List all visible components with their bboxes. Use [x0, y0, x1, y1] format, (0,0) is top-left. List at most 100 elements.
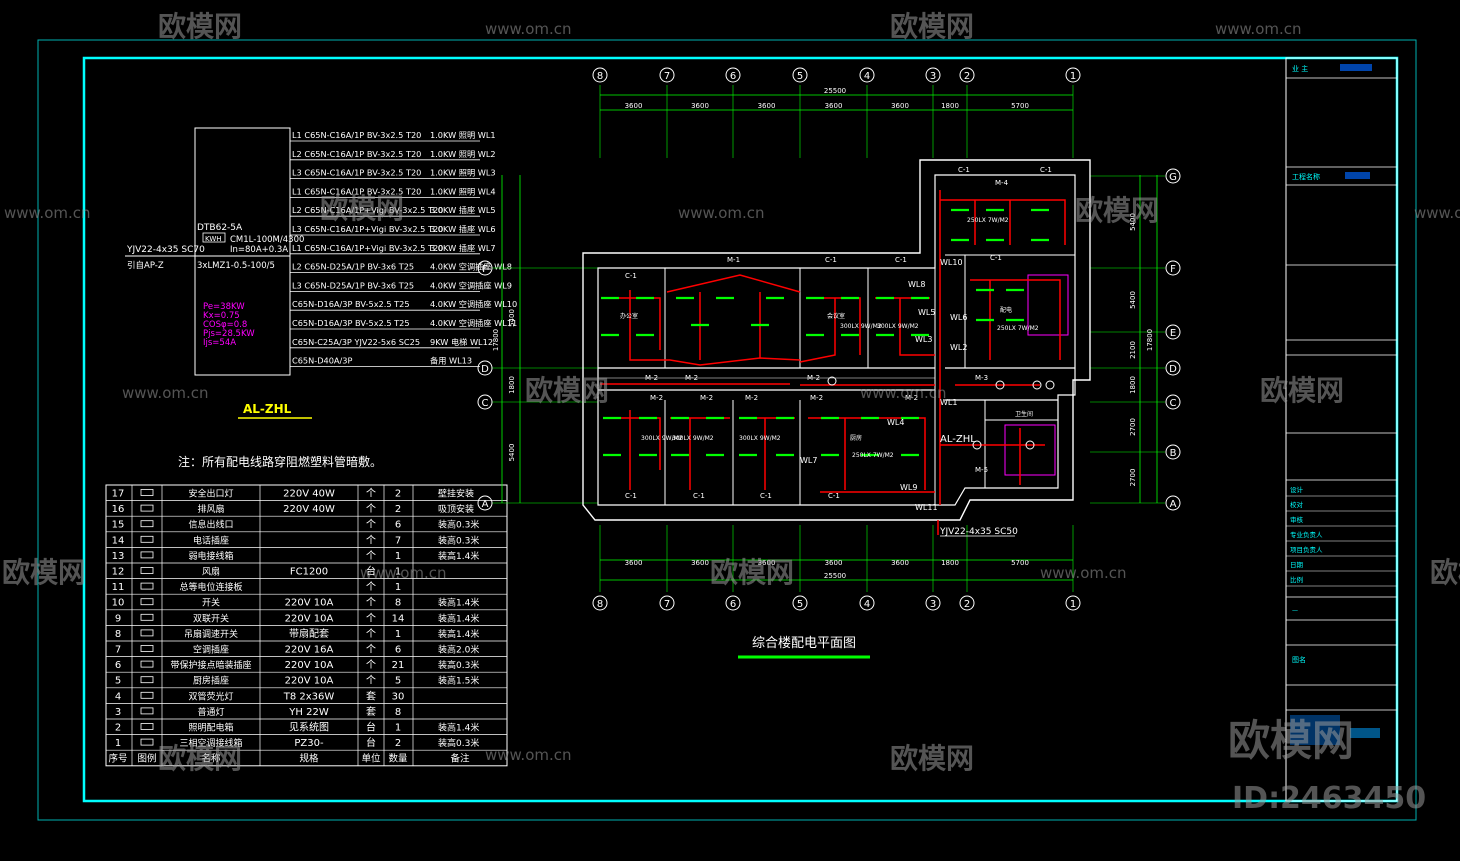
circuit-load: 1.0KW 照明 WL3 [430, 168, 496, 178]
dimension-text: 3600 [625, 559, 643, 567]
kitchen-socket-icon [140, 676, 154, 684]
panel-title: AL-ZHL [243, 402, 292, 416]
circuit-spec: L1 C65N-C16A/1P BV-3x2.5 T20 [292, 186, 421, 196]
axis-label: 4 [864, 71, 870, 82]
legend-spec: 220V 10A [285, 598, 334, 609]
legend-remark: 装高2.0米 [438, 644, 479, 656]
legend-qty: 1 [395, 567, 401, 578]
phone-outlet-icon [140, 535, 154, 543]
legend-remark: 装高1.4米 [438, 628, 479, 640]
legend-no: 16 [112, 504, 125, 515]
circuit-tag: WL11 [915, 503, 938, 512]
watermark-url: www.om.cn [122, 384, 209, 402]
circuit-spec: C65N-C25A/3P YJV22-5x6 SC25 [292, 337, 420, 347]
axis-label: 4 [864, 599, 870, 610]
door-tag: M-2 [645, 374, 658, 382]
watermark-url: www.om.cn [678, 204, 765, 222]
circuit-load: 3.0KW 插座 WL5 [430, 205, 496, 215]
legend-name: 排风扇 [197, 503, 224, 515]
watermark-logo: 欧模网 [890, 10, 974, 43]
legend-qty: 2 [395, 738, 401, 749]
window-tag: C-1 [693, 492, 705, 500]
legend-header: 备注 [450, 753, 470, 765]
circuit-load: 1.0KW 照明 WL2 [430, 149, 496, 159]
circuit-load: 1.0KW 照明 WL4 [430, 186, 496, 196]
legend-unit: 个 [366, 612, 376, 624]
axis-label: B [1170, 448, 1177, 459]
exhaust-fan-icon [140, 504, 154, 512]
watermark-url: www.om.cn [4, 204, 91, 222]
axis-bubble [477, 360, 493, 376]
axis-label: 8 [597, 599, 603, 610]
circuit-tag: WL5 [918, 308, 935, 317]
plan-panel-label: AL-ZHL [940, 434, 976, 445]
legend-remark: 装高1.4米 [438, 722, 479, 734]
svg-text:—: — [1292, 607, 1298, 614]
legend-qty: 6 [395, 520, 401, 531]
circuit-load: 4.0KW 空调插座 WL11 [430, 318, 517, 328]
power-wiring [600, 190, 1066, 505]
dimension-total: 17800 [492, 329, 500, 351]
circuit-spec: L2 C65N-C16A/1P+Vigi BV-3x2.5 T20 [292, 205, 443, 215]
double-switch-icon [140, 613, 154, 621]
legend-unit: 台 [366, 721, 376, 734]
fan-speed-icon [140, 629, 154, 637]
axis-label: F [482, 264, 488, 275]
legend-remark: 装高1.4米 [438, 550, 479, 562]
drawing-note: 注：所有配电线路穿阻燃塑料管暗敷。 [178, 454, 382, 469]
main-breaker-label: CM1L-100M/4300 [230, 235, 304, 245]
legend-remark: 装高0.3米 [438, 737, 479, 749]
legend-qty: 5 [395, 676, 401, 687]
circuit-spec: L2 C65N-D25A/1P BV-3x6 T25 [292, 262, 414, 272]
watermark-logo: 欧模网 [320, 192, 404, 225]
legend-no: 8 [115, 629, 121, 640]
lamp [995, 380, 1005, 390]
dimension-text: 5400 [1129, 291, 1137, 309]
watermark-url: www.om.cn [360, 564, 447, 582]
door-tag: M-4 [995, 179, 1009, 187]
circuit-tag: WL7 [800, 456, 817, 465]
axis-label: F [1170, 264, 1176, 275]
legend-no: 5 [115, 676, 121, 687]
outlet-box-icon [140, 520, 154, 528]
lux-label: 250LX 7W/M2 [997, 325, 1039, 332]
lamp [1025, 440, 1035, 450]
legend-no: 14 [112, 535, 125, 546]
axis-label: C [482, 398, 489, 409]
circuit-load: 备用 WL13 [430, 356, 472, 366]
legend-qty: 1 [395, 723, 401, 734]
safe-socket-icon [140, 660, 154, 668]
lamp-icon [140, 707, 154, 715]
room-label: 会议室 [827, 312, 845, 320]
bonding-box-icon [140, 582, 154, 590]
dimension-text: 2700 [1129, 469, 1137, 487]
legend-no: 3 [115, 707, 121, 718]
legend-spec: T8 2x36W [283, 691, 335, 702]
watermark-logo: 欧模网 [2, 556, 86, 589]
legend-header: 图例 [137, 753, 156, 765]
dimension-text: 5700 [1011, 102, 1029, 110]
dimension-text: 3600 [691, 102, 709, 110]
legend-qty: 2 [395, 504, 401, 515]
axis-bubble [659, 67, 675, 83]
dimension-text: 3600 [758, 559, 776, 567]
axis-label: 7 [664, 71, 670, 82]
dimension-text: 2700 [1129, 418, 1137, 436]
incoming-from: 引自AP-Z [127, 260, 164, 271]
legend-name: 双联开关 [193, 612, 229, 624]
watermark-logo: 欧模网 [158, 10, 242, 43]
feed-cable-label: YJV22-4x35 SC50 [939, 527, 1018, 537]
lamp [827, 376, 837, 386]
dimension-text: 3600 [825, 559, 843, 567]
legend-unit: 个 [366, 503, 376, 515]
dimension-text: 5400 [508, 309, 516, 327]
legend-qty: 6 [395, 645, 401, 656]
legend-header: 数量 [388, 753, 408, 765]
room-label: 配电 [1000, 306, 1012, 314]
